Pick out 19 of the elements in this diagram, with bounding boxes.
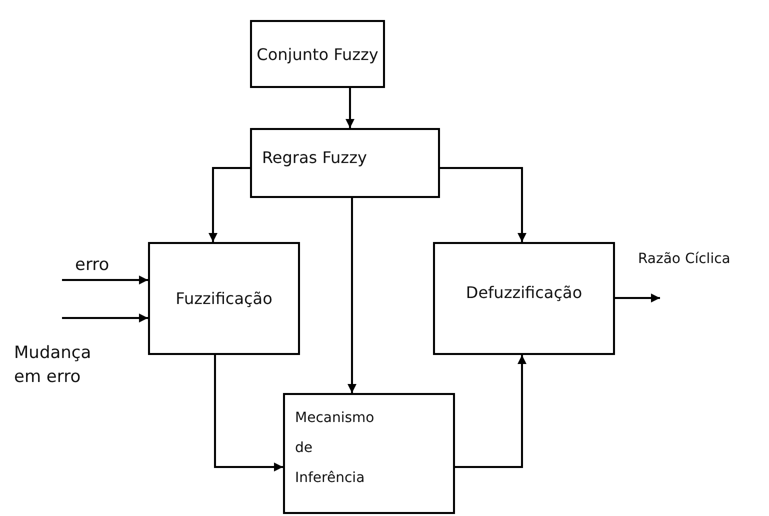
arrow: [62, 276, 148, 284]
arrow: [346, 88, 354, 128]
process-box: [283, 393, 455, 514]
arrow: [214, 355, 283, 472]
process-box: [433, 242, 615, 355]
arrow: [62, 314, 148, 322]
arrow: [208, 167, 250, 242]
box-label: Mecanismo de Inferência: [295, 409, 376, 488]
arrow: [455, 355, 526, 468]
box-label: Conjunto Fuzzy: [256, 44, 378, 64]
process-box: [250, 20, 385, 88]
arrow: [615, 294, 660, 302]
box-label: Regras Fuzzy: [262, 148, 367, 167]
arrow: [348, 198, 356, 393]
arrow: [440, 167, 526, 242]
process-box: [250, 128, 440, 198]
box-label: Fuzzificação: [176, 289, 272, 308]
process-box: [148, 242, 300, 355]
box-label: Defuzzificação: [466, 283, 582, 302]
